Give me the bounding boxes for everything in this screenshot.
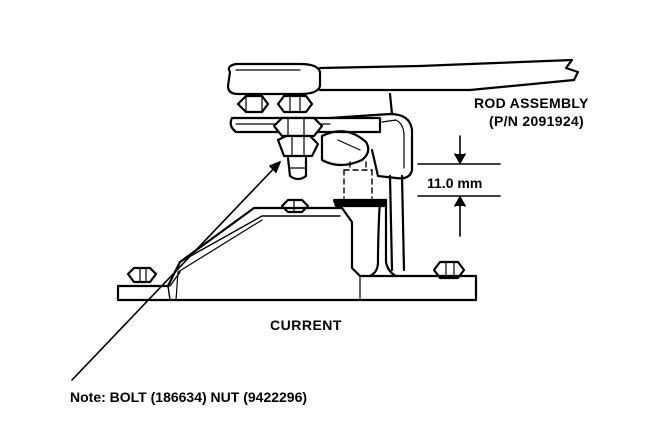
dimension-marks bbox=[417, 135, 501, 237]
rod-assembly-label: ROD ASSEMBLY bbox=[474, 95, 589, 111]
base-bolt-center bbox=[280, 198, 310, 214]
cam-slot bbox=[320, 130, 370, 167]
rod-nut-2 bbox=[276, 94, 314, 114]
bolt-and-nut bbox=[272, 116, 324, 181]
dimension-label: 11.0 mm bbox=[427, 175, 483, 191]
base-bolt-left bbox=[126, 266, 158, 284]
rod-nut bbox=[236, 94, 270, 114]
hidden-stud bbox=[343, 161, 373, 199]
figure-caption: CURRENT bbox=[270, 317, 342, 333]
note-leader bbox=[71, 161, 281, 381]
base-bolt-right bbox=[432, 260, 466, 280]
support-bracket bbox=[368, 174, 406, 278]
base-bracket bbox=[116, 206, 478, 302]
spacer bbox=[332, 198, 388, 208]
bolt-nut-note: Note: BOLT (186634) NUT (9422296) bbox=[70, 389, 308, 405]
rod-assembly bbox=[226, 58, 580, 96]
part-number-label: (P/N 2091924) bbox=[489, 113, 584, 129]
